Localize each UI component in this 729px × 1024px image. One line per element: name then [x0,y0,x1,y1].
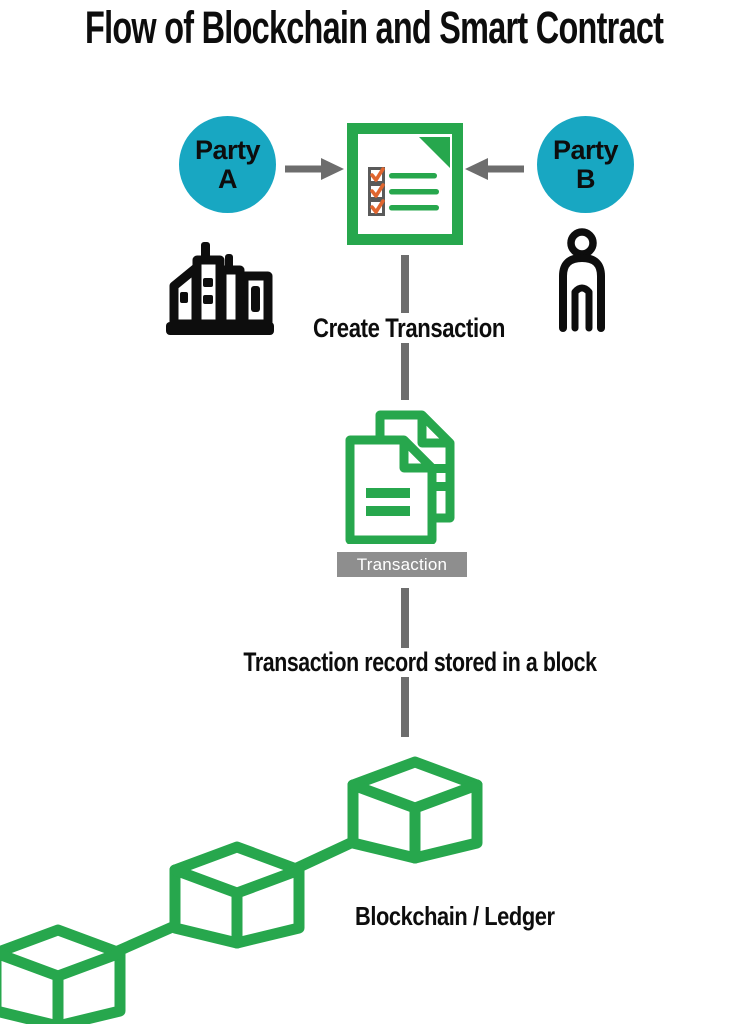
checklist-document-icon [347,123,463,245]
party-b-label-line1: Party [552,135,619,166]
transaction-badge-label: Transaction [356,554,448,574]
flow-connector-segment-4 [401,677,409,737]
arrow-left-icon [465,158,524,180]
party-a-label-line1: Party [194,135,261,166]
person-icon [559,228,605,332]
transaction-badge: Transaction [337,552,467,577]
flow-connector-segment-3 [401,588,409,648]
create-transaction-label: Create Transaction [313,313,505,343]
organization-buildings-icon [166,242,274,335]
transaction-documents-icon [345,410,455,544]
flow-connector-segment-1 [401,255,409,313]
arrow-right-icon [285,158,344,180]
flow-connector-segment-2 [401,343,409,400]
blockchain-ledger-label: Blockchain / Ledger [355,901,555,931]
party-b-label-line2: B [576,163,596,194]
party-a-node: Party A [179,116,276,213]
stored-in-block-label: Transaction record stored in a block [243,647,597,677]
party-a-label-line2: A [218,163,238,194]
party-b-node: Party B [537,116,634,213]
page-title: Flow of Blockchain and Smart Contract [85,2,664,53]
blockchain-cubes-icon [0,756,483,1024]
